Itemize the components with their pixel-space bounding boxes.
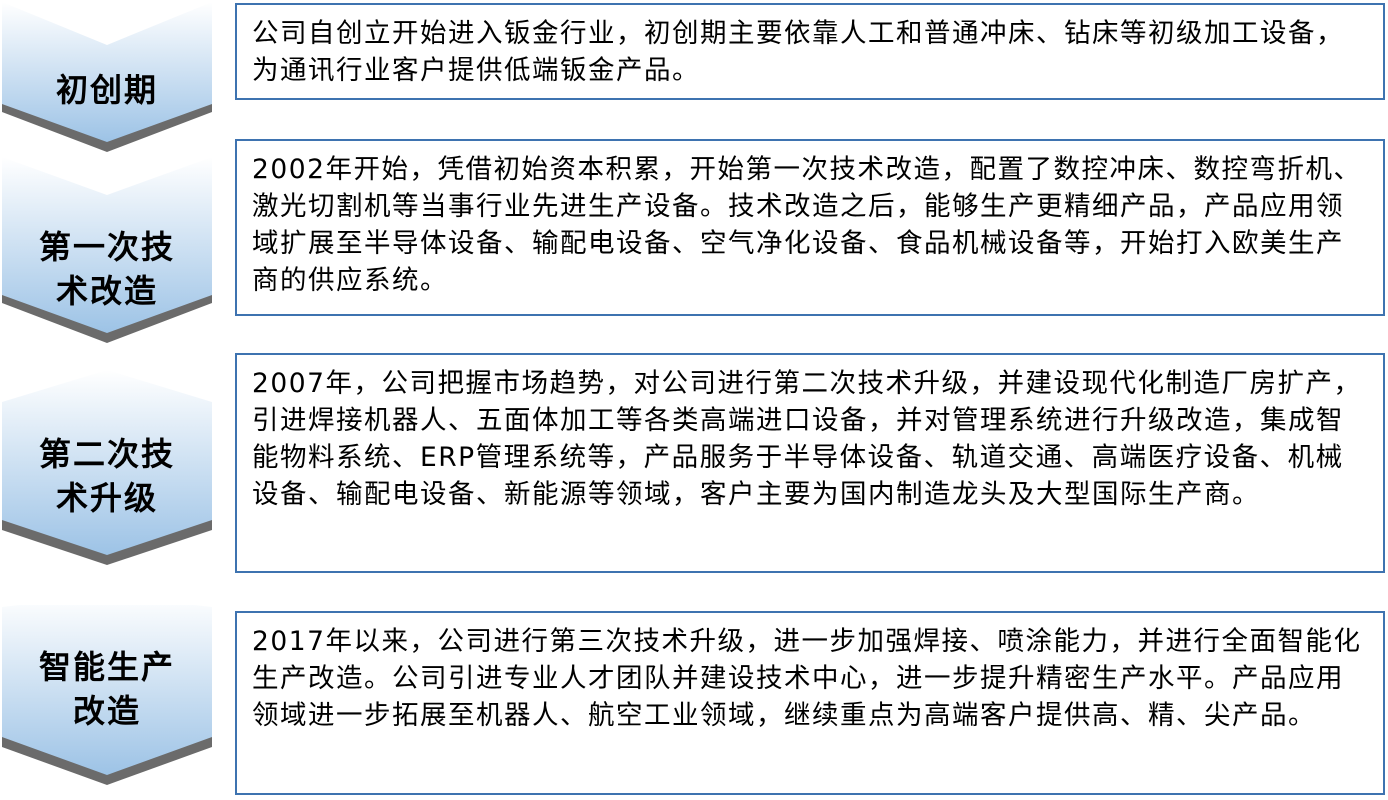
stage-label-3: 第二次技 术升级 — [38, 435, 175, 517]
chevron-shape — [2, 157, 212, 343]
stage-label-2: 第一次技 术改造 — [38, 228, 175, 310]
stage-chevron-4: 智能生产 改造 — [2, 605, 212, 795]
stage-description-box-2: 2002年开始，凭借初始资本积累，开始第一次技术改造，配置了数控冲床、数控弯折机… — [235, 139, 1385, 316]
stage-description-2: 2002年开始，凭借初始资本积累，开始第一次技术改造，配置了数控冲床、数控弯折机… — [252, 154, 1362, 296]
stage-chevron-1: 初创期 — [2, 0, 212, 165]
chevron-shape — [2, 370, 212, 565]
stage-label-4: 智能生产 改造 — [38, 648, 175, 730]
stage-description-box-1: 公司自创立开始进入钣金行业，初创期主要依靠人工和普通冲床、钻床等初级加工设备，为… — [235, 3, 1385, 100]
stage-chevron-3: 第二次技 术升级 — [2, 370, 212, 565]
stage-description-3: 2007年，公司把握市场趋势，对公司进行第二次技术升级，并建设现代化制造厂房扩产… — [252, 368, 1362, 510]
chevron-shape — [2, 2, 212, 152]
stage-description-1: 公司自创立开始进入钣金行业，初创期主要依靠人工和普通冲床、钻床等初级加工设备，为… — [252, 18, 1344, 86]
stage-label-1: 初创期 — [55, 71, 158, 109]
stage-description-box-4: 2017年以来，公司进行第三次技术升级，进一步加强焊接、喷涂能力，并进行全面智能… — [235, 611, 1385, 795]
stage-chevron-2: 第一次技 术改造 — [2, 155, 212, 350]
stage-description-4: 2017年以来，公司进行第三次技术升级，进一步加强焊接、喷涂能力，并进行全面智能… — [252, 626, 1362, 731]
chevron-shape — [2, 605, 212, 785]
stage-description-box-3: 2007年，公司把握市场趋势，对公司进行第二次技术升级，并建设现代化制造厂房扩产… — [235, 353, 1385, 573]
